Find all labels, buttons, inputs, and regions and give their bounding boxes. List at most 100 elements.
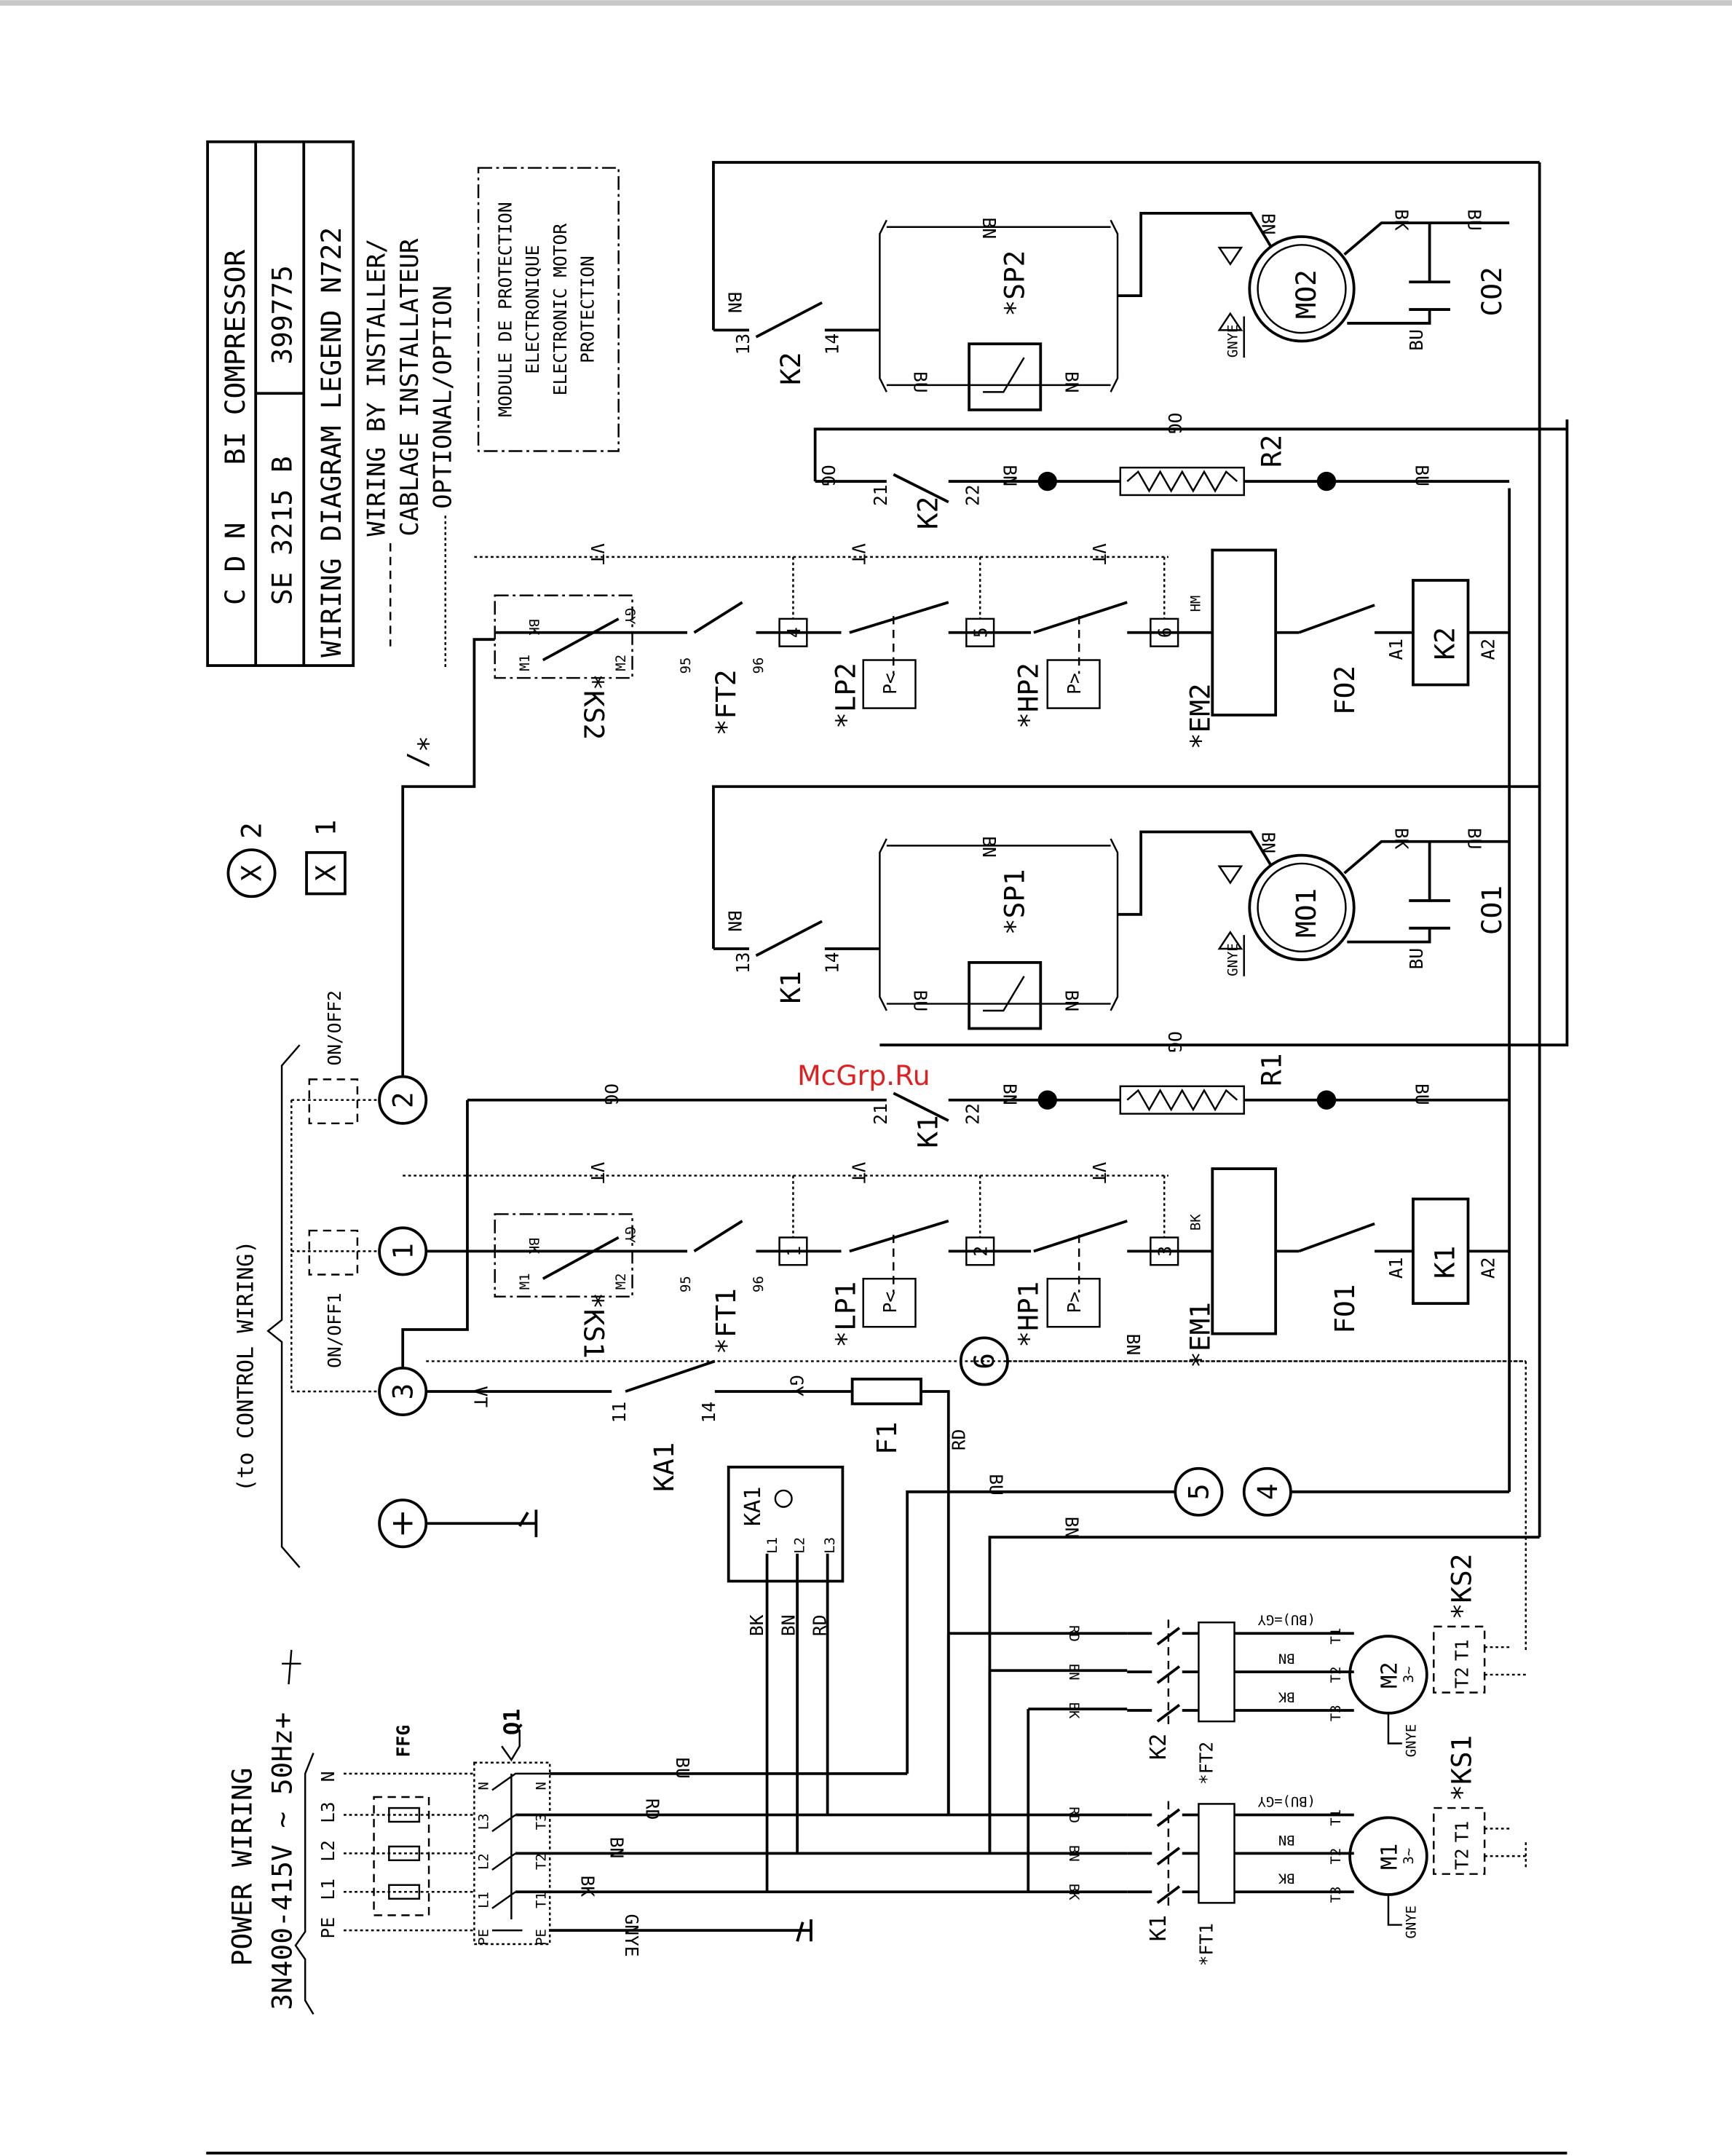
coil-a2: A2 xyxy=(1477,1257,1498,1279)
motor-terminal: T3 xyxy=(1328,1705,1344,1721)
fan-contact-label: K1 xyxy=(775,971,807,1003)
wire-bn: BN xyxy=(1061,1517,1082,1539)
motor-terminal: T1 xyxy=(1328,1809,1344,1826)
power-title: POWER WIRING xyxy=(226,1767,258,1966)
wire xyxy=(494,601,1510,634)
wire xyxy=(893,1234,1080,1293)
qty-circle-symbol: X xyxy=(236,865,268,882)
fuse-l1 xyxy=(388,1884,421,1900)
wire-vt: VT xyxy=(1088,1162,1110,1184)
motor-terminal: T2 xyxy=(1328,1848,1344,1865)
motor-phase: 3~ xyxy=(1401,1848,1417,1865)
terminal-2-label: 2 xyxy=(387,1091,419,1108)
on-off1-switch[interactable] xyxy=(308,1229,359,1276)
contactor-wire-in: RD xyxy=(1066,1806,1082,1823)
ft-label: *FT2 xyxy=(710,669,742,735)
qty-box-count: 1 xyxy=(310,819,342,836)
wire xyxy=(1127,1885,1354,1904)
contactor-wire-in: RD xyxy=(1066,1625,1082,1642)
sp-wire-bn2: BN xyxy=(1061,371,1082,393)
ka1-label: KA1 xyxy=(648,1442,680,1492)
on-off2-label: ON/OFF2 xyxy=(324,990,345,1065)
em-module xyxy=(1211,1167,1278,1335)
ft-label: *FT1 xyxy=(710,1288,742,1354)
wire xyxy=(426,1220,1510,1253)
title-cdn: C D N xyxy=(219,522,251,605)
fo-label: FO1 xyxy=(1329,1284,1361,1333)
protector-terminal-t2: T2 xyxy=(1451,1667,1472,1689)
wire xyxy=(542,1236,620,1280)
speed-controller-icon xyxy=(968,342,1043,411)
module-text-1: MODULE DE PROTECTION xyxy=(494,202,515,416)
terminal-box xyxy=(965,617,995,647)
title-number: 399775 xyxy=(266,265,298,364)
motor-branch-1: RD(BU)=GYBNBNBKBKK1*FT1M13~T1T2T3GNYET2T… xyxy=(1066,1735,1526,1966)
contact-21: 21 xyxy=(870,1103,891,1125)
wire xyxy=(467,1091,1510,1122)
protector-box xyxy=(1433,1806,1486,1875)
lp-label: *LP1 xyxy=(829,1282,861,1348)
q1-in-n: N xyxy=(475,1782,491,1790)
legend: WIRING BY INSTALLER/ CABLAGE INSTALLATEU… xyxy=(226,167,620,899)
lp-label: *LP2 xyxy=(829,663,861,729)
motor-phase: 3~ xyxy=(1401,1667,1417,1683)
coil-a2: A2 xyxy=(1477,639,1498,660)
terminal-box xyxy=(778,617,808,647)
ks-m1: M1 xyxy=(517,655,533,671)
wire-bu: BU xyxy=(1412,465,1433,486)
wire xyxy=(1127,1627,1354,1646)
wire-og-fan: OG xyxy=(1164,1031,1185,1053)
ft-95: 95 xyxy=(678,1276,694,1292)
ks-m1: M1 xyxy=(517,1274,533,1290)
terminal-3-label: 3 xyxy=(387,1383,419,1400)
sp-wire-bu: BU xyxy=(910,371,931,393)
speed-controller-box xyxy=(879,219,1119,392)
capacitor-label: CO2 xyxy=(1476,266,1508,316)
fan-blade-icon xyxy=(1217,246,1245,358)
sp-wire-bn: BN xyxy=(978,836,1000,858)
module-text-4: PROTECTION xyxy=(577,256,598,363)
wire-bu: BU xyxy=(985,1474,1006,1496)
q1-label: Q1 xyxy=(500,1709,526,1735)
input-l1: L1 xyxy=(317,1879,339,1900)
motor-branches: RD(BU)=GYBNBNBKBKK1*FT1M13~T1T2T3GNYET2T… xyxy=(1066,1553,1526,1966)
fan-wire-bk: BK xyxy=(1391,209,1412,231)
terminal-1-label: 1 xyxy=(387,1243,419,1260)
wire-bn: BN xyxy=(999,1083,1020,1105)
contact-14: 14 xyxy=(822,333,843,355)
fuse-f1 xyxy=(850,1378,922,1405)
q1-out-pe: PE xyxy=(534,1929,550,1946)
capacitor-label: CO1 xyxy=(1476,885,1508,935)
qty-circle-count: 2 xyxy=(236,822,268,839)
cap-wire-bu: BU xyxy=(1406,329,1427,351)
fan-contact-label: K2 xyxy=(775,352,807,384)
sp-wire-bn2: BN xyxy=(1061,990,1082,1012)
hp-label: *HP1 xyxy=(1013,1282,1045,1348)
wire-rd: RD xyxy=(948,1429,969,1451)
overload-label: *FT1 xyxy=(1195,1923,1217,1966)
input-l3: L3 xyxy=(317,1801,339,1823)
heater-resistor xyxy=(1119,466,1245,497)
ks-module-box xyxy=(494,1213,633,1298)
speed-controller-icon xyxy=(968,961,1043,1030)
contact-14: 14 xyxy=(698,1402,719,1423)
sp-wire-bn: BN xyxy=(978,218,1000,240)
protector-terminal-t1: T1 xyxy=(1451,1821,1472,1843)
input-n: N xyxy=(317,1771,339,1782)
on-off2-switch[interactable] xyxy=(308,1078,359,1125)
q1-out-t1: T1 xyxy=(534,1892,550,1908)
ground-icon xyxy=(392,1509,538,1538)
power-supply: 3N400-415V ~ 50Hz+ xyxy=(266,1713,298,2010)
protector-terminal-t2: T2 xyxy=(1451,1848,1472,1870)
coil-a1: A1 xyxy=(1385,1257,1407,1279)
wire xyxy=(982,357,1025,393)
module-box xyxy=(477,167,620,452)
ks-bk: BK xyxy=(526,1238,542,1255)
fan-wire-bu: BU xyxy=(1463,828,1484,850)
fan-wire-bn: BN xyxy=(1257,213,1278,235)
motor-terminal: T1 xyxy=(1328,1628,1344,1645)
wire-rd-l3: RD xyxy=(641,1798,663,1820)
ks-bk: BK xyxy=(526,619,542,636)
contactor-label: K1 xyxy=(1146,1915,1171,1941)
